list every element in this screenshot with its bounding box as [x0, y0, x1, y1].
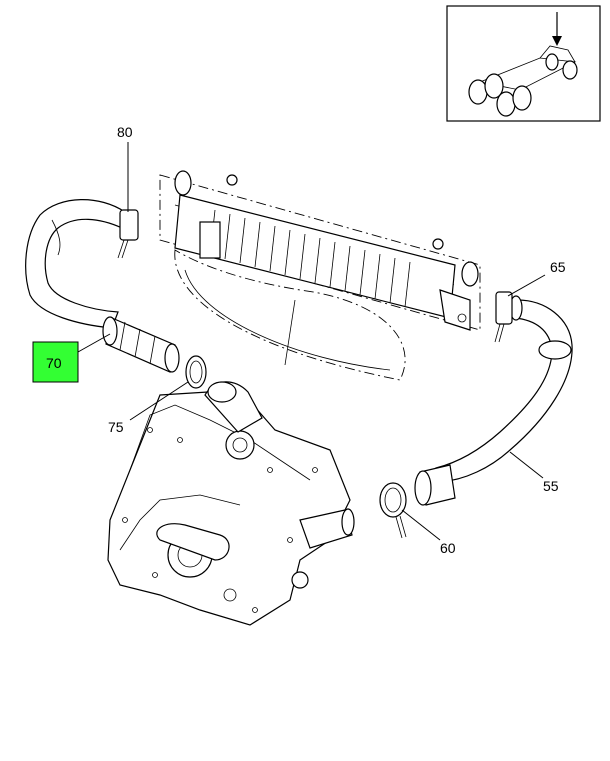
vehicle-locator-inset [446, 5, 601, 122]
hose-left-70 [25, 199, 180, 373]
charge-air-cooler [159, 170, 481, 381]
callout-80[interactable]: 80 [117, 124, 133, 140]
callout-75[interactable]: 75 [108, 419, 124, 435]
arrow-down-icon [552, 36, 562, 46]
clamp-80 [117, 209, 139, 259]
callout-55[interactable]: 55 [543, 478, 559, 494]
callout-70[interactable]: 70 [46, 355, 62, 371]
callout-65[interactable]: 65 [550, 259, 566, 275]
clamp-60 [379, 482, 407, 539]
callout-70-highlight [32, 341, 79, 383]
clamp-75 [185, 355, 207, 389]
engine-front-housing [107, 381, 355, 626]
hose-right-55 [414, 295, 573, 506]
clamp-65 [494, 291, 513, 343]
truck-chassis-icon [468, 45, 578, 117]
leader-lines [77, 142, 546, 541]
callout-60[interactable]: 60 [440, 540, 456, 556]
